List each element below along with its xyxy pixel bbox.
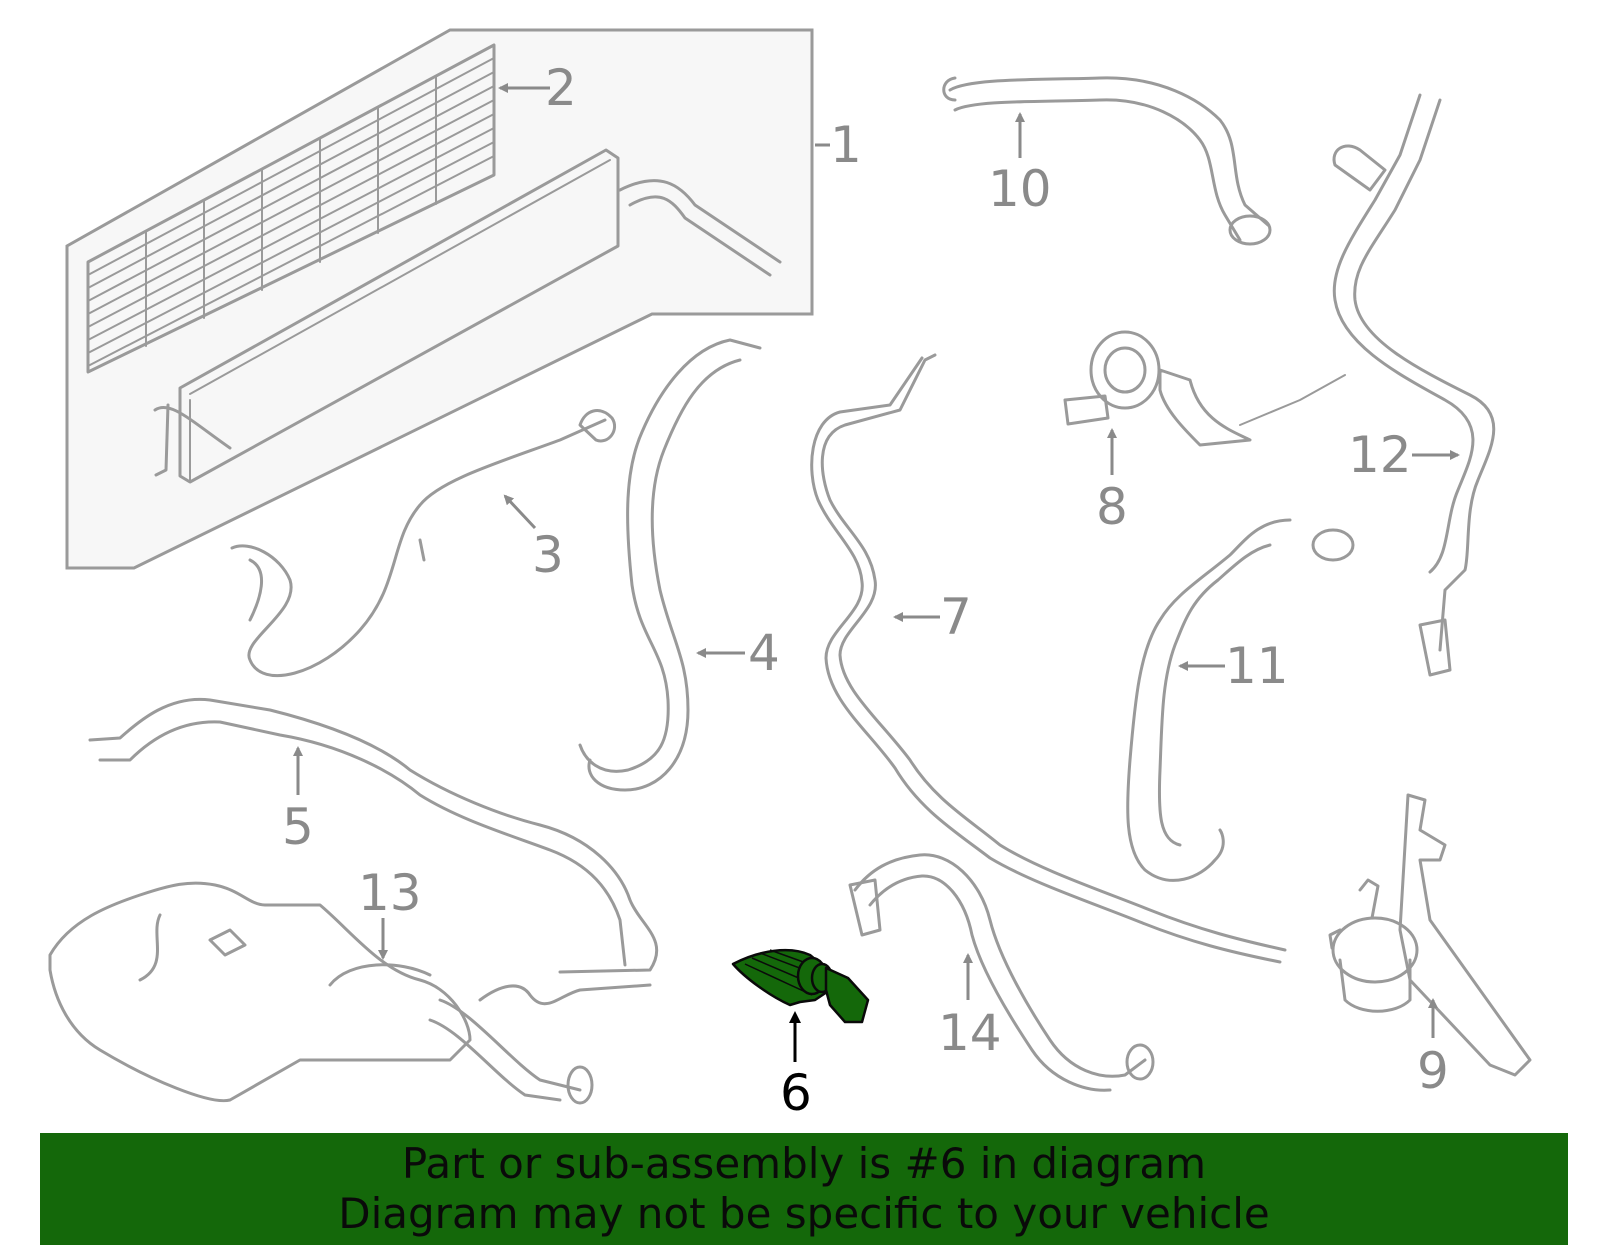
callout-3[interactable]: 3 <box>532 526 564 584</box>
callout-2[interactable]: 2 <box>545 59 577 117</box>
callout-10[interactable]: 10 <box>988 160 1052 218</box>
part-10-hose[interactable] <box>948 76 1270 242</box>
callout-14[interactable]: 14 <box>938 1004 1002 1062</box>
callout-11[interactable]: 11 <box>1225 637 1289 695</box>
leader-lines <box>293 83 1460 1062</box>
callout-4[interactable]: 4 <box>748 624 780 682</box>
part-6-highlighted[interactable] <box>731 948 870 1024</box>
info-banner: Part or sub-assembly is #6 in diagram Di… <box>40 1133 1568 1245</box>
part-13-reservoir[interactable] <box>48 881 594 1105</box>
part-1-cooler-assembly[interactable] <box>65 28 814 570</box>
leader-3 <box>503 494 537 530</box>
part-3-hose[interactable] <box>230 418 607 677</box>
callout-6[interactable]: 6 <box>780 1064 812 1122</box>
banner-line-disclaimer: Diagram may not be specific to your vehi… <box>338 1189 1270 1238</box>
part-9-pump-bracket[interactable] <box>1328 793 1532 1077</box>
part-14-hose[interactable] <box>853 853 1147 1092</box>
part-2-grille[interactable] <box>86 43 496 374</box>
callout-13[interactable]: 13 <box>358 864 422 922</box>
part-8-pump[interactable] <box>1063 330 1346 447</box>
part-5-pipes[interactable] <box>88 697 659 974</box>
callout-8[interactable]: 8 <box>1096 478 1128 536</box>
banner-line-part-number: Part or sub-assembly is #6 in diagram <box>401 1139 1207 1188</box>
part-7-pipe[interactable] <box>810 353 1287 964</box>
part-11-hose[interactable] <box>1126 518 1292 882</box>
callout-1[interactable]: 1 <box>830 116 862 174</box>
callout-12[interactable]: 12 <box>1348 426 1412 484</box>
callout-9[interactable]: 9 <box>1417 1042 1449 1100</box>
callout-labels: 1 2 3 4 5 6 7 8 9 10 11 12 13 14 <box>282 59 1449 1122</box>
part-12-hose[interactable] <box>1332 93 1496 652</box>
part-4-hose[interactable] <box>578 338 762 773</box>
callout-5[interactable]: 5 <box>282 798 314 856</box>
callout-7[interactable]: 7 <box>940 588 972 646</box>
